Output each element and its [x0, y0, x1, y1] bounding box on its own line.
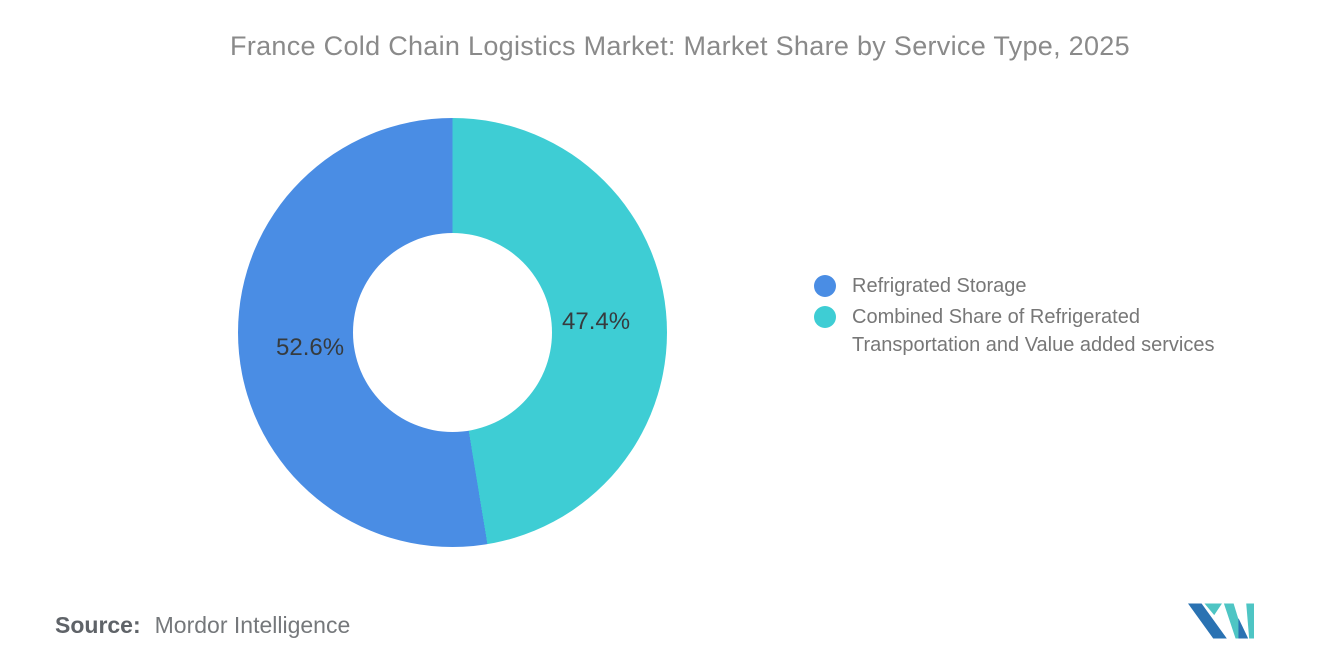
mordor-intelligence-logo: [1188, 603, 1254, 639]
legend: Refrigrated Storage Combined Share of Re…: [814, 272, 1254, 362]
legend-dot-teal: [814, 306, 836, 328]
legend-item-combined-share: Combined Share of Refrigerated Transport…: [814, 303, 1254, 359]
slice-label-combined-share: 47.4%: [562, 308, 631, 335]
source-label: Source:: [55, 612, 141, 638]
chart-title: France Cold Chain Logistics Market: Mark…: [230, 31, 1130, 61]
legend-item-refrigerated-storage: Refrigrated Storage: [814, 272, 1254, 300]
logo-teal-top-triangle: [1204, 603, 1222, 616]
source-line: Source: Mordor Intelligence: [55, 612, 350, 639]
legend-label: Refrigrated Storage: [852, 275, 1027, 297]
donut-chart: [238, 118, 667, 547]
logo-blue-right-triangle: [1238, 618, 1249, 639]
logo-teal-right-bar: [1246, 603, 1254, 639]
slice-label-refrigerated-storage: 52.6%: [276, 334, 345, 361]
logo-blue-left-stroke: [1188, 603, 1227, 639]
legend-label: Combined Share of Refrigerated Transport…: [852, 306, 1215, 356]
source-value: Mordor Intelligence: [154, 612, 351, 638]
legend-dot-blue: [814, 275, 836, 297]
donut-hole: [353, 233, 552, 432]
